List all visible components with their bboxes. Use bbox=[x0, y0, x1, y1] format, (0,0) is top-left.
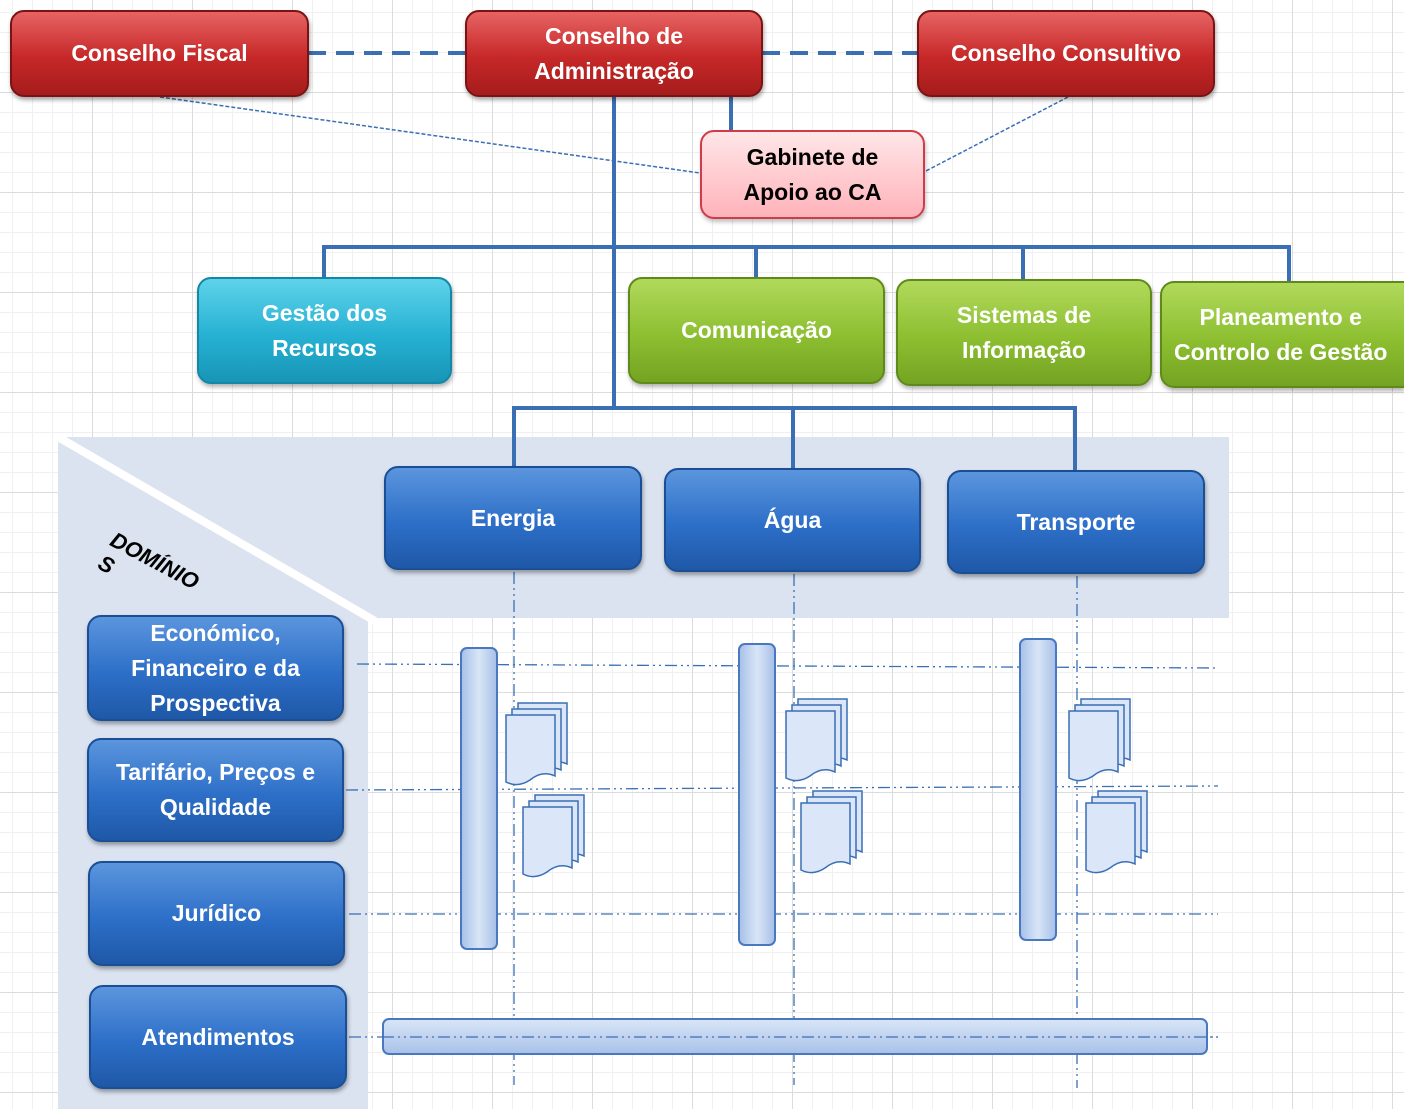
gestao-recursos-box: Gestão dos Recursos bbox=[197, 277, 452, 384]
conselho-administracao-label: Conselho de Administração bbox=[534, 22, 694, 84]
conselho-consultivo-box: Conselho Consultivo bbox=[917, 10, 1215, 97]
comunicacao-label: Comunicação bbox=[681, 317, 832, 343]
tarifario-precos-label: Tarifário, Preços e Qualidade bbox=[116, 759, 315, 820]
document-stack-icon bbox=[800, 790, 863, 874]
economico-financeiro-box: Económico, Financeiro e da Prospectiva bbox=[87, 615, 344, 721]
sistemas-informacao-label: Sistemas de Informação bbox=[956, 301, 1092, 363]
energia-box: Energia bbox=[384, 466, 642, 570]
transporte-label: Transporte bbox=[1016, 508, 1136, 535]
dotted-link-fiscal-gabinete bbox=[159, 96, 701, 174]
transporte-column-bar bbox=[1019, 638, 1057, 941]
economico-financeiro-label: Económico, Financeiro e da Prospectiva bbox=[131, 619, 300, 716]
document-stack-icon bbox=[505, 702, 568, 786]
agua-box: Água bbox=[664, 468, 921, 572]
transporte-box: Transporte bbox=[947, 470, 1205, 574]
tarifario-precos-box: Tarifário, Preços e Qualidade bbox=[87, 738, 344, 842]
energia-column-bar bbox=[460, 647, 498, 950]
energia-label: Energia bbox=[470, 504, 556, 531]
planeamento-controlo-label: Planeamento e Controlo de Gestão bbox=[1174, 303, 1388, 365]
conselho-fiscal-label: Conselho Fiscal bbox=[71, 40, 248, 66]
conselho-consultivo-label: Conselho Consultivo bbox=[951, 40, 1181, 66]
dotted-link-consultivo-gabinete bbox=[923, 96, 1069, 173]
comunicacao-box: Comunicação bbox=[628, 277, 885, 384]
document-stack-icon bbox=[1085, 790, 1148, 874]
conselho-fiscal-box: Conselho Fiscal bbox=[10, 10, 309, 97]
staff-bus bbox=[322, 245, 1291, 282]
document-stack-icon bbox=[522, 794, 585, 878]
gabinete-apoio-label: Gabinete de Apoio ao CA bbox=[743, 143, 882, 205]
gestao-recursos-label: Gestão dos Recursos bbox=[261, 299, 388, 361]
atendimentos-label: Atendimentos bbox=[141, 1023, 295, 1050]
conselho-administracao-box: Conselho de Administração bbox=[465, 10, 763, 97]
atendimentos-box: Atendimentos bbox=[89, 985, 347, 1089]
planeamento-controlo-box: Planeamento e Controlo de Gestão bbox=[1160, 281, 1404, 388]
document-stack-icon bbox=[1068, 698, 1131, 782]
document-stack-icon bbox=[785, 698, 848, 782]
sistemas-informacao-box: Sistemas de Informação bbox=[896, 279, 1152, 386]
juridico-box: Jurídico bbox=[88, 861, 345, 966]
gabinete-apoio-box: Gabinete de Apoio ao CA bbox=[700, 130, 925, 219]
agua-label: Água bbox=[763, 506, 822, 533]
agua-column-bar bbox=[738, 643, 776, 946]
juridico-label: Jurídico bbox=[171, 900, 262, 926]
